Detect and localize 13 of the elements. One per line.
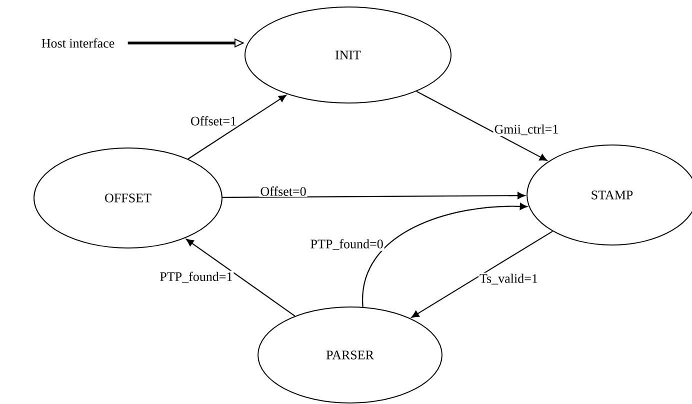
edge-label: Ts_valid=1 [478,272,539,286]
edge-label: PTP_found=1 [158,270,234,284]
arrow [188,94,286,160]
arrow [411,230,553,318]
edge-label: PTP_found=0 [309,238,384,251]
arrow [186,238,296,316]
arrow [362,202,528,307]
edge-label: Gmii_ctrl=1 [493,123,560,136]
arrow [416,90,548,161]
edge-label: Offset=0 [259,186,308,197]
edge-label: Offset=1 [189,115,238,126]
arrow [222,192,526,200]
input-label: Host interface [42,38,114,48]
